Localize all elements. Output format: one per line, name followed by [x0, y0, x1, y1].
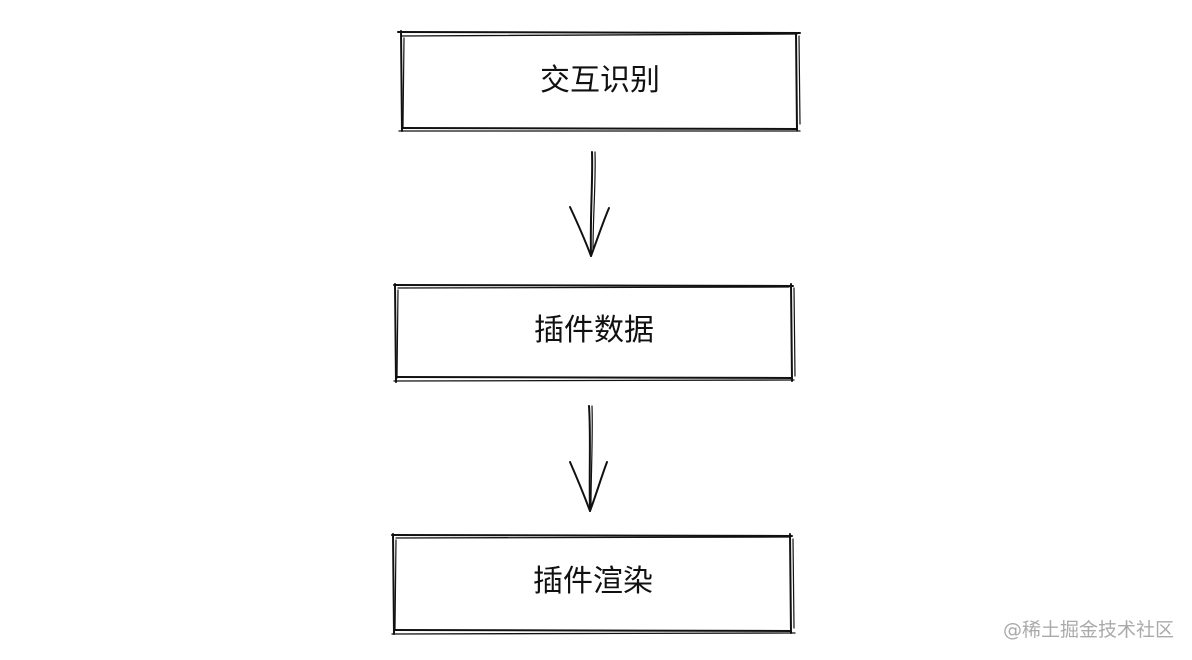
node-label-1: 交互识别 — [540, 63, 660, 98]
arrow-2 — [569, 405, 608, 512]
node-box-1 — [397, 30, 801, 132]
node-box-2 — [393, 283, 796, 383]
node-label-3: 插件渲染 — [533, 564, 653, 599]
node-label-2: 插件数据 — [534, 313, 654, 348]
node-box-3 — [391, 533, 796, 635]
watermark: @稀土掘金技术社区 — [1002, 619, 1174, 641]
arrow-1 — [569, 151, 610, 257]
